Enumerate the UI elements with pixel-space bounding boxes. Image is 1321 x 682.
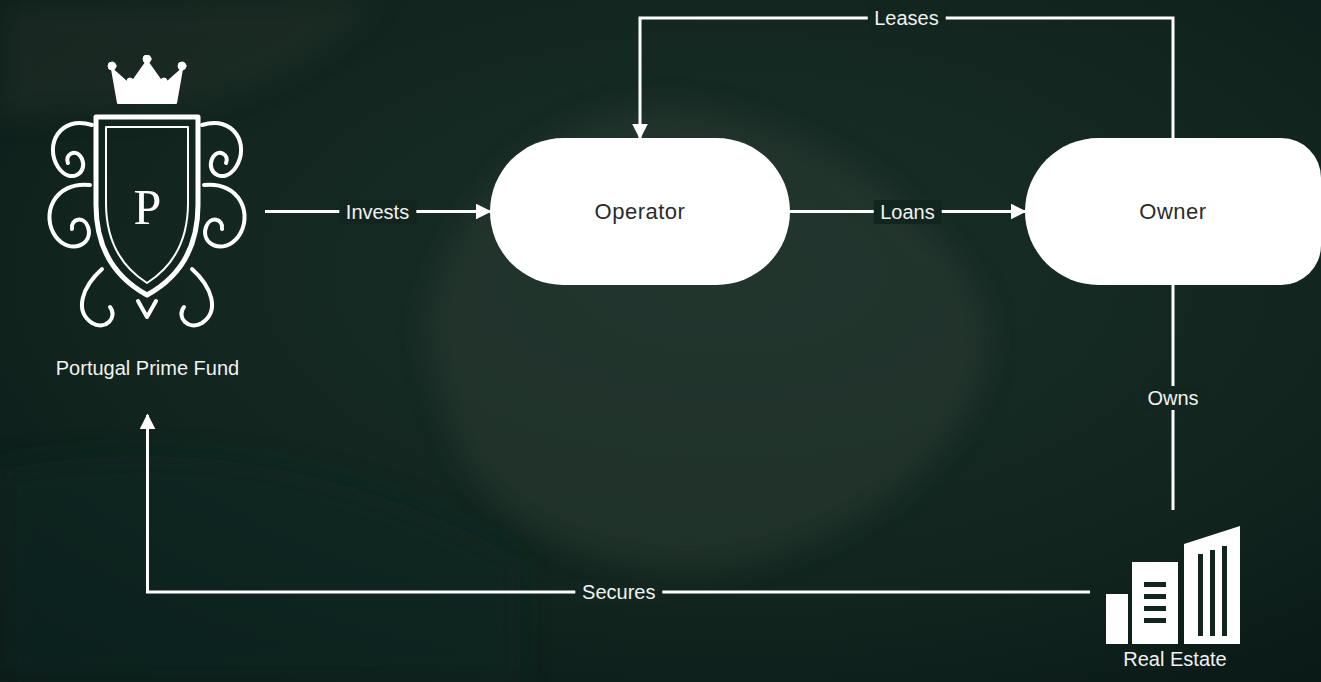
connector-group: [148, 18, 1174, 592]
connector-arrow: [640, 18, 1173, 138]
crest-letter: P: [30, 177, 265, 237]
box-label: Operator: [595, 199, 686, 225]
process-box: Owner: [1025, 138, 1321, 285]
edge-label: Invests: [339, 200, 416, 224]
edge-label: Leases: [867, 6, 946, 30]
edge-label: Secures: [575, 580, 662, 604]
process-box: Operator: [490, 138, 790, 285]
shore-shape: [0, 0, 380, 120]
sea-shape: [0, 456, 520, 682]
node-caption: Real Estate: [1090, 646, 1260, 672]
connector-arrow: [148, 415, 1091, 592]
box-label: Owner: [1139, 199, 1206, 225]
edge-label: Owns: [1140, 386, 1205, 410]
building-node: Real Estate: [1090, 510, 1260, 675]
building-icon: [1090, 524, 1260, 646]
node-caption: Portugal Prime Fund: [30, 355, 265, 381]
rock-shape: [427, 107, 987, 569]
edge-label: Loans: [873, 200, 942, 224]
fund-emblem: P Portugal Prime Fund: [30, 55, 265, 415]
